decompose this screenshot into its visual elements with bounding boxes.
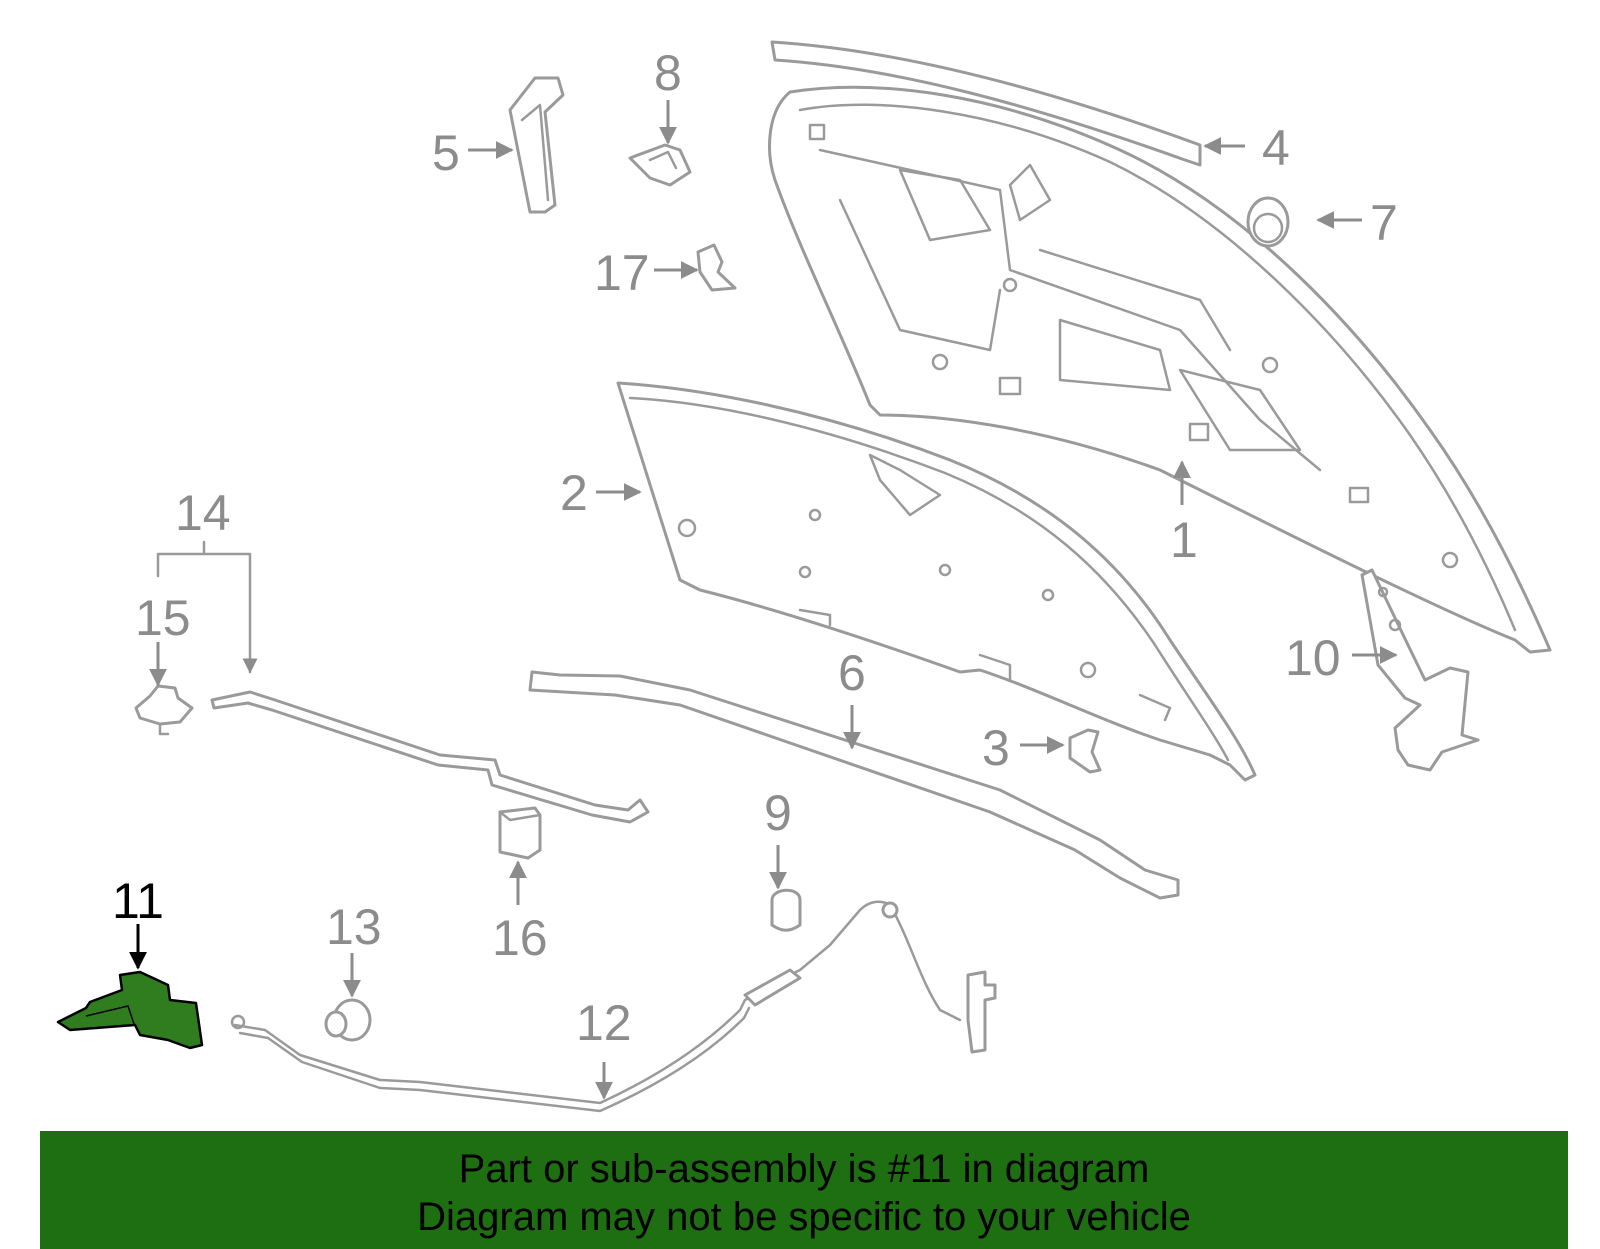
- svg-text:17: 17: [594, 245, 650, 301]
- part-5-seal: [508, 76, 565, 214]
- callout-9: 9: [764, 785, 792, 890]
- part-10-hinge: [1360, 568, 1480, 772]
- part-1-hood: [768, 85, 1552, 654]
- callout-17: 17: [594, 245, 699, 301]
- callout-13: 13: [326, 899, 382, 998]
- svg-text:7: 7: [1370, 195, 1398, 251]
- part-9-bumper: [770, 888, 802, 932]
- svg-text:9: 9: [764, 785, 792, 841]
- part-4-weatherstrip: [770, 40, 1202, 167]
- svg-text:11: 11: [112, 873, 164, 929]
- banner-line-2: Diagram may not be specific to your vehi…: [417, 1195, 1191, 1239]
- callout-11: 11: [112, 873, 164, 970]
- callout-7: 7: [1316, 195, 1398, 251]
- part-15-clip: [134, 684, 194, 736]
- part-13-clip: [324, 998, 372, 1042]
- callout-8: 8: [654, 45, 682, 145]
- svg-text:4: 4: [1262, 120, 1290, 176]
- part-14-prop-rod: [210, 690, 650, 824]
- callout-6: 6: [838, 645, 866, 750]
- svg-text:8: 8: [654, 45, 682, 101]
- part-17-clip: [696, 243, 737, 292]
- part-16-retainer: [498, 806, 542, 860]
- svg-text:6: 6: [838, 645, 866, 701]
- svg-text:10: 10: [1285, 630, 1341, 686]
- callout-4: 4: [1203, 120, 1290, 176]
- banner-line-1: Part or sub-assembly is #11 in diagram: [458, 1147, 1150, 1191]
- svg-text:1: 1: [1170, 512, 1198, 568]
- svg-text:5: 5: [432, 125, 460, 181]
- svg-text:16: 16: [492, 910, 548, 966]
- svg-text:12: 12: [576, 995, 632, 1051]
- part-3-push-pin: [1068, 728, 1102, 774]
- svg-text:3: 3: [982, 720, 1010, 776]
- callout-14: 14: [156, 485, 258, 674]
- part-2-insulator: [616, 381, 1257, 782]
- callout-15: 15: [135, 590, 191, 687]
- part-8-clip: [628, 143, 692, 187]
- callout-1: 1: [1170, 460, 1198, 568]
- info-banner: Part or sub-assembly is #11 in diagram D…: [40, 1131, 1568, 1249]
- callout-5: 5: [432, 125, 514, 181]
- part-11-latch[interactable]: [56, 970, 204, 1050]
- callout-16: 16: [492, 860, 548, 966]
- svg-text:13: 13: [326, 899, 382, 955]
- part-6-seal-strip: [528, 670, 1180, 900]
- callout-3: 3: [982, 720, 1065, 776]
- parts-diagram: 1 2 3 4 5 6 7 8 9 10 11 12: [56, 40, 1552, 1113]
- callout-2: 2: [560, 465, 642, 521]
- svg-text:14: 14: [175, 485, 231, 541]
- callout-10: 10: [1285, 630, 1398, 686]
- part-12-cable: [230, 900, 997, 1113]
- callout-12: 12: [576, 995, 632, 1100]
- svg-text:2: 2: [560, 465, 588, 521]
- svg-text:15: 15: [135, 590, 191, 646]
- part-7-bumper: [1246, 196, 1290, 248]
